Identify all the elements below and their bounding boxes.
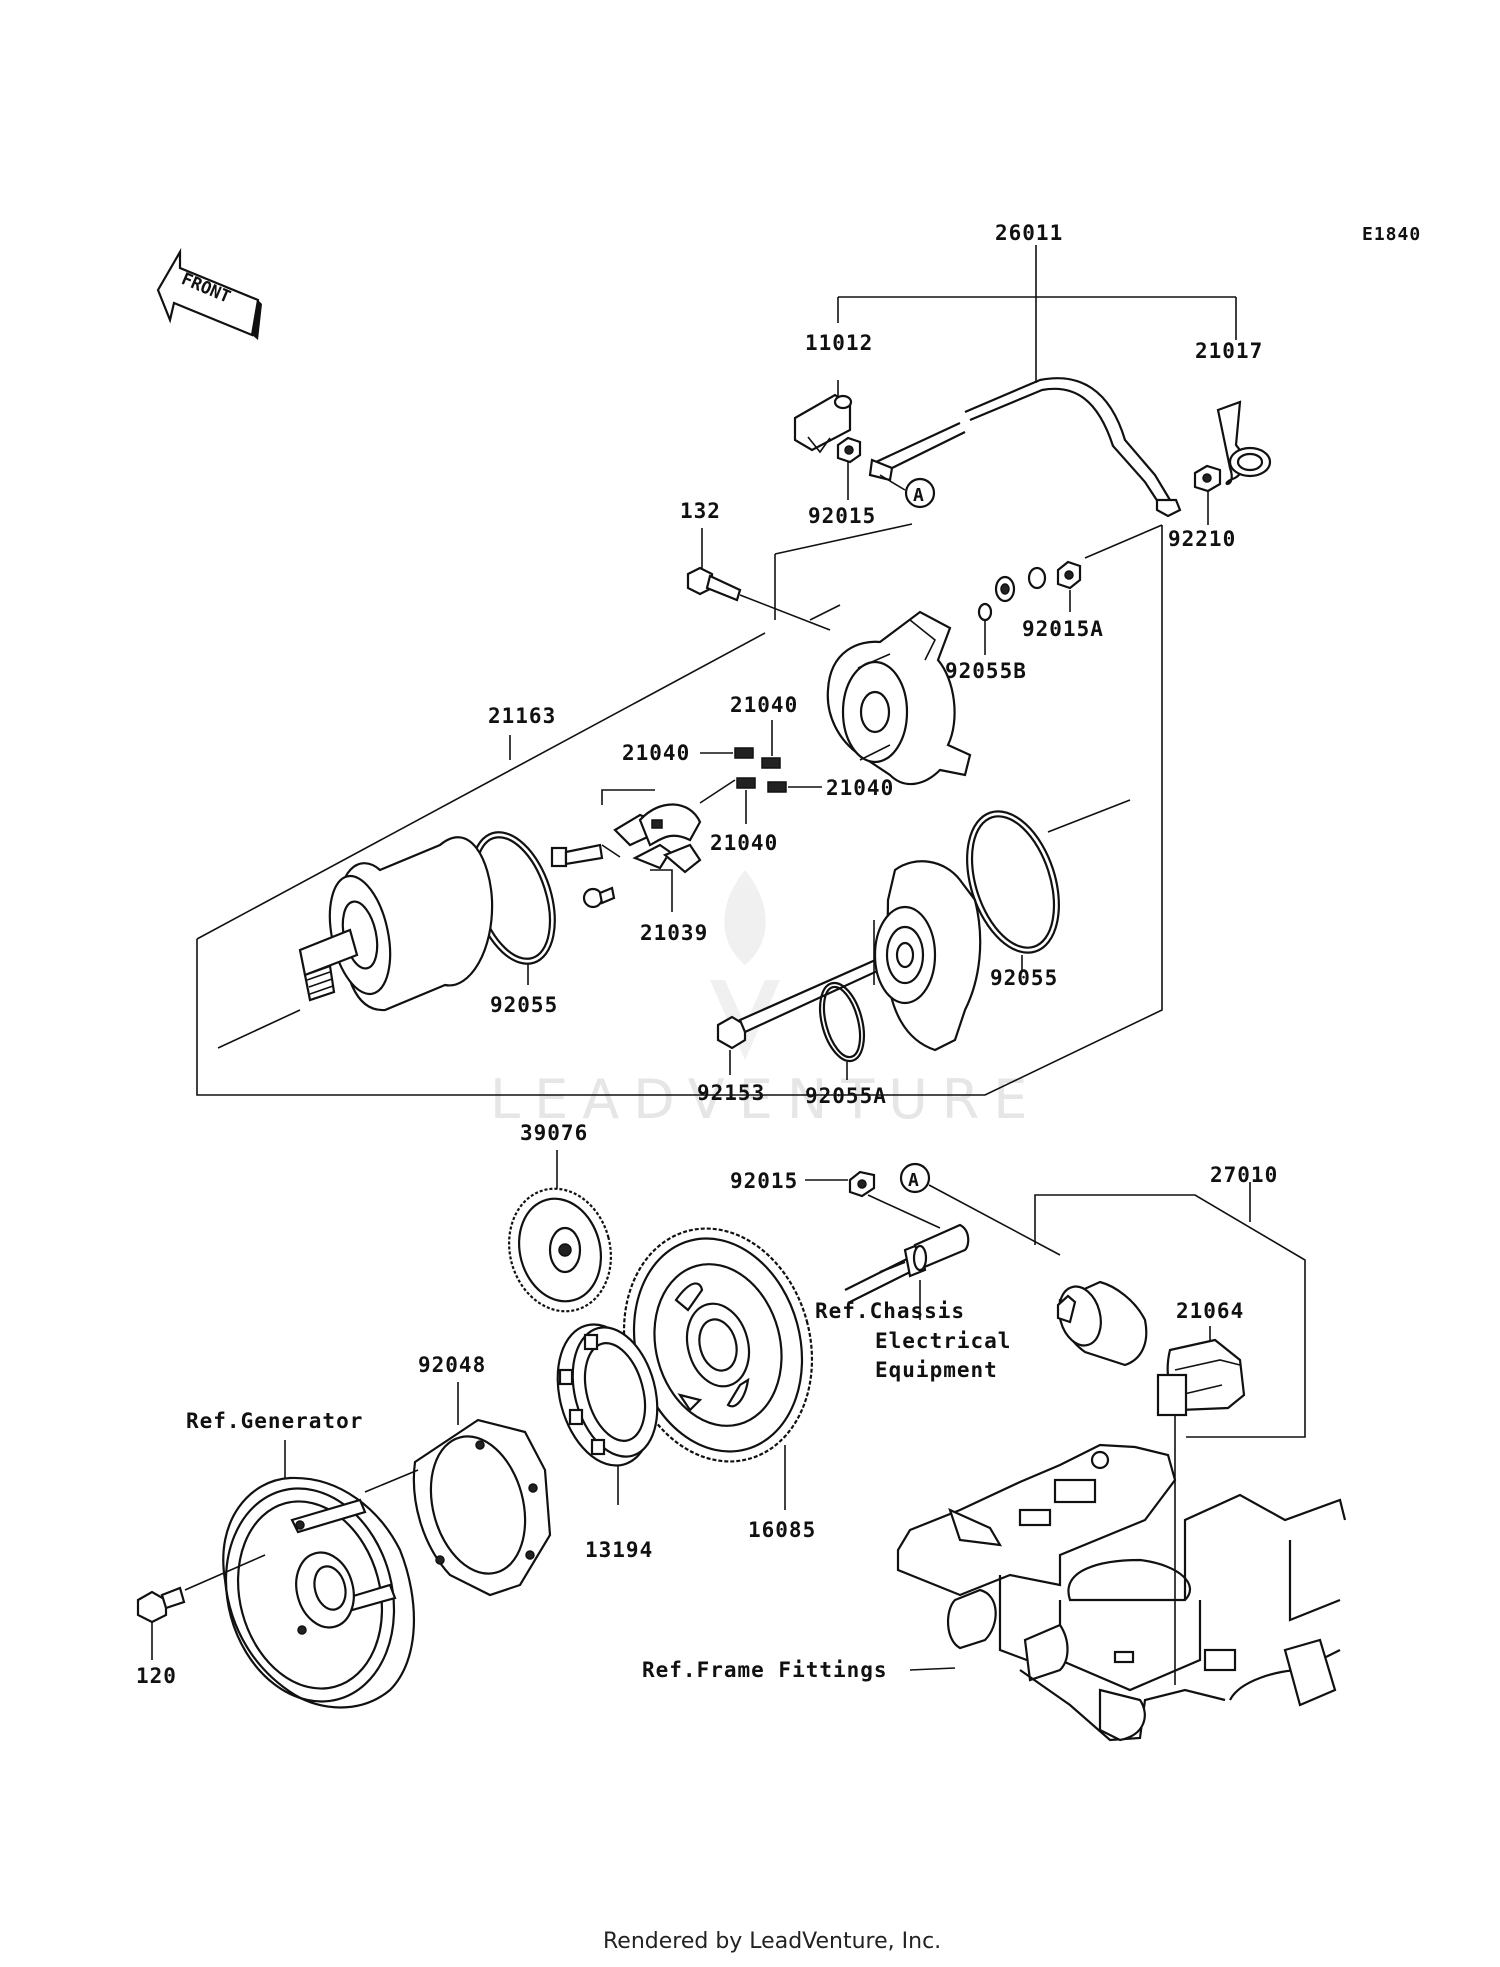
callout-39076: 39076 [520, 1121, 588, 1145]
bolt-132: 132 [680, 499, 831, 631]
callout-92153: 92153 [697, 1081, 765, 1105]
callout-132: 132 [680, 499, 721, 523]
callout-92015-mid: 92015 [730, 1169, 798, 1193]
callout-120: 120 [136, 1664, 177, 1688]
washer-stack-92015a [994, 560, 1082, 612]
callout-92055B: 92055B [945, 659, 1027, 683]
brush-holder-21039 [601, 779, 736, 912]
front-arrow-icon: FRONT [156, 247, 262, 340]
ref-chassis-line3: Equipment [875, 1358, 998, 1382]
callout-27010: 27010 [1210, 1163, 1278, 1187]
plate-92048: 92048 [364, 1353, 552, 1597]
callout-92015-top: 92015 [808, 504, 876, 528]
ref-frame: Ref.Frame Fittings [642, 1658, 888, 1682]
brush-screw-bottom [582, 886, 616, 909]
nut-92015-top [836, 436, 862, 500]
connector-a-lower: A [899, 1162, 1061, 1256]
generator-rotor: Ref.Generator [184, 1409, 416, 1709]
callout-21163: 21163 [488, 704, 556, 728]
relay-bracket-27010 [1034, 1182, 1306, 1438]
boot-21017 [1216, 400, 1272, 486]
chassis-wire [844, 1194, 970, 1320]
callout-92210: 92210 [1168, 527, 1236, 551]
starter-assembly-frame [196, 523, 1163, 1096]
watermark-text: LEADVENTURE [490, 1068, 1041, 1131]
terminal-cap-11012 [793, 380, 853, 454]
frame-fittings [896, 1443, 1347, 1742]
callout-11012: 11012 [805, 331, 873, 355]
callout-21064: 21064 [1176, 1299, 1244, 1323]
callout-21040-c: 21040 [826, 776, 894, 800]
relay-cover-21064: 21064 [1156, 1299, 1246, 1685]
oring-92055a [818, 981, 866, 1080]
brush-springs-21040 [700, 720, 822, 824]
starter-relay [1056, 1280, 1148, 1367]
cable-bracket-26011 [837, 245, 1237, 383]
callout-92055-right: 92055 [990, 966, 1058, 990]
callout-21039: 21039 [640, 921, 708, 945]
ref-generator: Ref.Generator [186, 1409, 363, 1433]
connector-a-label-top: A [913, 485, 924, 506]
diagram-code: E1840 [1362, 224, 1421, 245]
footer-credit: Rendered by LeadVenture, Inc. [603, 1929, 941, 1954]
starter-motor-body [217, 836, 494, 1049]
callout-26011: 26011 [995, 221, 1063, 245]
starter-gear-16085 [622, 1227, 814, 1510]
nut-92015-mid: 92015 [730, 1169, 876, 1198]
connector-a-label-lower: A [908, 1170, 919, 1191]
callout-92048: 92048 [418, 1353, 486, 1377]
bolt-120 [136, 1586, 186, 1660]
callout-21040-d: 21040 [710, 831, 778, 855]
callout-92055-left: 92055 [490, 993, 558, 1017]
callout-16085: 16085 [748, 1518, 816, 1542]
idle-gear-39076: 39076 [508, 1121, 612, 1313]
ref-chassis-line1: Ref.Chassis [815, 1299, 965, 1323]
oring-92055-right [966, 799, 1131, 970]
one-way-clutch-13194 [556, 1323, 659, 1505]
callout-21017: 21017 [1195, 339, 1263, 363]
ref-chassis-line2: Electrical [875, 1329, 1011, 1353]
starter-front-cover [873, 860, 982, 1052]
starter-cable-26011 [868, 377, 1182, 518]
starter-end-cover [826, 610, 972, 786]
connector-a-top: A [879, 474, 936, 509]
nut-92210 [1193, 464, 1222, 525]
oring-92055b [977, 602, 993, 655]
callout-21040-b: 21040 [622, 741, 690, 765]
callout-92015A: 92015A [1022, 617, 1104, 641]
callout-21040-a: 21040 [730, 693, 798, 717]
brush-screw-top [550, 843, 604, 868]
watermark-logo [710, 870, 780, 1060]
callout-92055A: 92055A [805, 1084, 887, 1108]
callout-13194: 13194 [585, 1538, 653, 1562]
